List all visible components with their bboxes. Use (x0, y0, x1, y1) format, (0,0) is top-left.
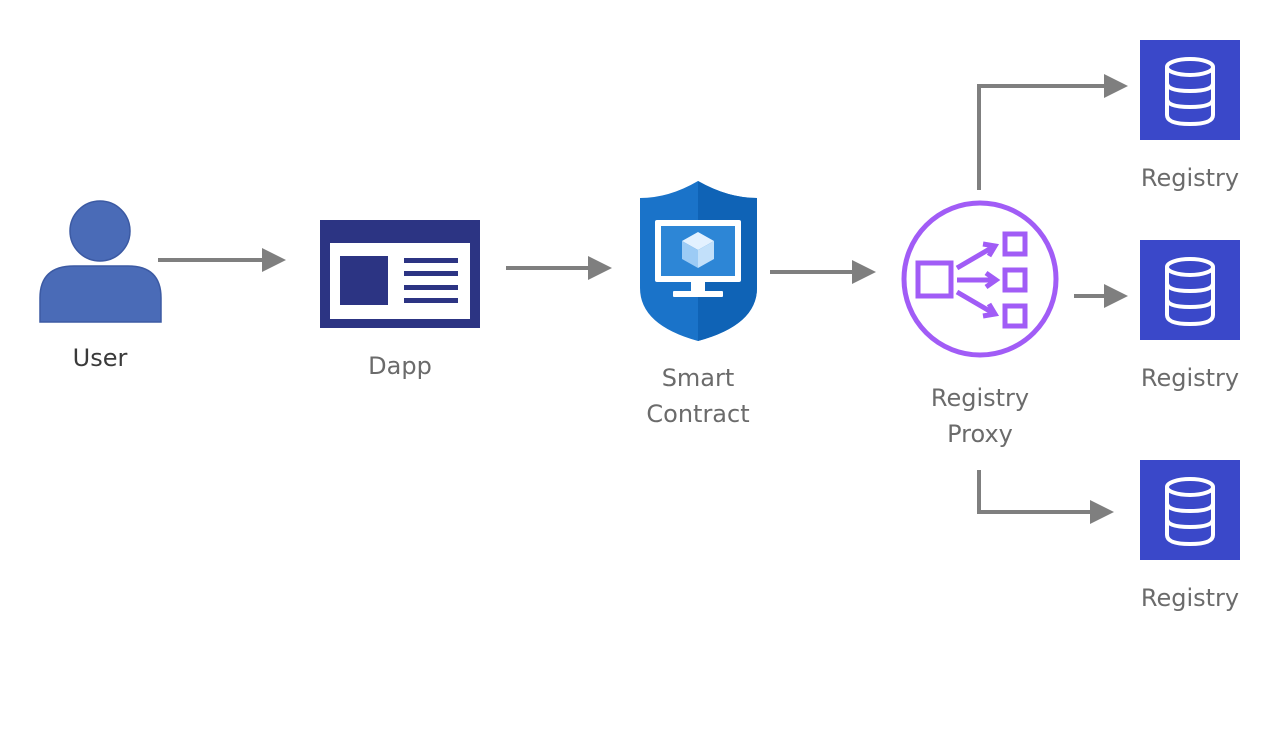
registry-top-label: Registry (1140, 164, 1240, 192)
browser-window-icon (320, 220, 480, 328)
registry-top-database-icon (1140, 40, 1240, 140)
registry-proxy-label-line2: Proxy (947, 420, 1013, 448)
registry-bottom-database-icon (1140, 460, 1240, 560)
distribution-hub-icon (901, 200, 1059, 358)
user-label: User (72, 344, 128, 372)
arrow-proxy-to-registry-top (977, 74, 1128, 190)
registry-middle-label: Registry (1140, 364, 1240, 392)
smart-contract-label-line1: Smart (661, 364, 735, 392)
smart-contract-label-line2: Contract (646, 400, 750, 428)
registry-bottom-label: Registry (1140, 584, 1240, 612)
dapp-label: Dapp (368, 352, 432, 380)
registry-proxy-label-line1: Registry (930, 384, 1030, 412)
shield-monitor-icon (640, 181, 757, 341)
registry-middle-database-icon (1140, 240, 1240, 340)
arrow-proxy-to-registry-bottom (977, 470, 1114, 524)
user-icon (39, 200, 162, 323)
